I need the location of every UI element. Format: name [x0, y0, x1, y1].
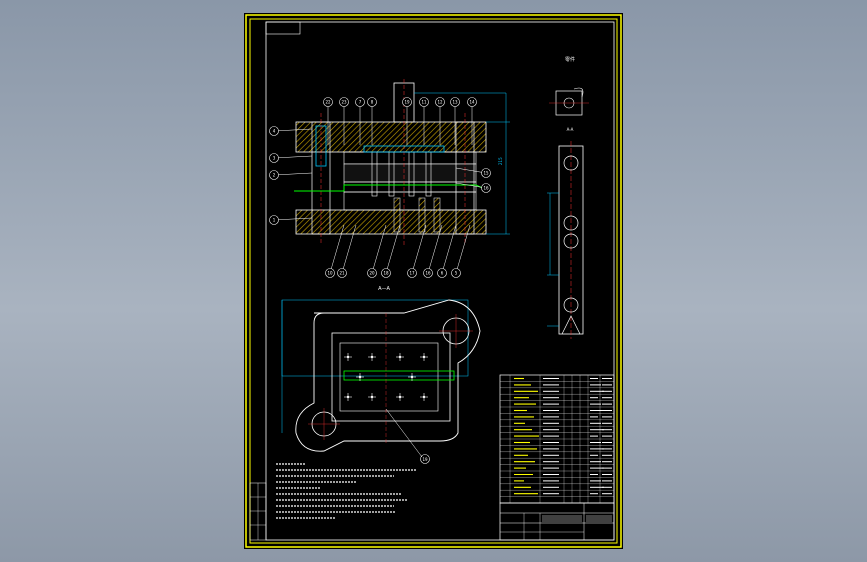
- part-balloon: 4: [269, 126, 313, 136]
- part-balloon: 23: [339, 97, 349, 145]
- revision-strip: [249, 482, 267, 541]
- part-balloon: 2: [269, 170, 313, 180]
- balloon-label: 20: [369, 271, 375, 276]
- inner-border: [249, 18, 618, 544]
- plan-balloon: 19: [422, 457, 428, 462]
- balloons-top: 22 23 7 8 19 11 12 13 14: [323, 97, 477, 145]
- part-balloon: 7: [355, 97, 365, 145]
- balloon-label: 17: [409, 271, 415, 276]
- balloons-bottom: 10 21 20 18 17 16 6 5: [325, 224, 471, 278]
- part-balloon: 5: [451, 224, 471, 278]
- balloon-label: 23: [341, 100, 347, 105]
- balloon-label: 11: [421, 100, 427, 105]
- balloon-label: 16: [425, 271, 431, 276]
- balloon-label: 6: [441, 271, 444, 276]
- outer-border: [245, 14, 622, 548]
- part-balloon: 8: [367, 97, 377, 145]
- part-balloon: 3: [269, 153, 313, 163]
- balloon-label: 4: [273, 129, 276, 134]
- balloon-label: 1: [273, 218, 276, 223]
- detail-title: 零件: [565, 56, 575, 63]
- code-box: [265, 21, 301, 35]
- balloon-label: 16: [483, 186, 489, 191]
- part-balloon: 6: [437, 224, 457, 278]
- part-balloon: 1: [269, 215, 313, 225]
- part-balloon: 16: [423, 224, 443, 278]
- part-balloon: 15: [455, 167, 491, 178]
- part-balloon: 22: [323, 97, 333, 145]
- detail-views: 零件 A-A: [547, 56, 589, 339]
- section-label: A—A: [378, 286, 390, 292]
- balloon-label: 19: [404, 100, 410, 105]
- part-balloon: 19: [402, 97, 412, 145]
- drawing-frame: [265, 21, 615, 541]
- part-balloon: 10: [325, 224, 345, 278]
- balloon-label: 7: [359, 100, 362, 105]
- balloon-label: 3: [273, 156, 276, 161]
- balloon-label: 18: [383, 271, 389, 276]
- balloon-label: 15: [483, 171, 489, 176]
- parts-list: [499, 374, 615, 504]
- part-balloon: 21: [337, 224, 357, 278]
- part-balloon: 16: [455, 182, 491, 193]
- part-balloon: 12: [435, 97, 445, 145]
- svg-text:215: 215: [498, 157, 503, 165]
- part-balloon: 20: [367, 224, 387, 278]
- balloon-label: 8: [371, 100, 374, 105]
- balloon-label: 5: [455, 271, 458, 276]
- technical-notes: [276, 463, 416, 519]
- balloon-label: 12: [437, 100, 443, 105]
- balloons-left: 1 2 3 4: [269, 126, 313, 225]
- balloon-label: 21: [339, 271, 345, 276]
- part-balloon: 11: [419, 97, 429, 145]
- balloon-label: 2: [273, 173, 276, 178]
- part-balloon: 13: [450, 97, 460, 145]
- balloon-label: 13: [452, 100, 458, 105]
- balloon-label: 22: [325, 100, 331, 105]
- balloon-label: 14: [469, 100, 475, 105]
- part-balloon: 14: [467, 97, 477, 145]
- plan-view: 19: [281, 299, 481, 464]
- part-balloon: 18: [381, 224, 401, 278]
- title-block: [499, 502, 615, 541]
- balloon-label: 10: [327, 271, 333, 276]
- svg-text:A-A: A-A: [567, 127, 574, 132]
- part-balloon: 17: [407, 224, 427, 278]
